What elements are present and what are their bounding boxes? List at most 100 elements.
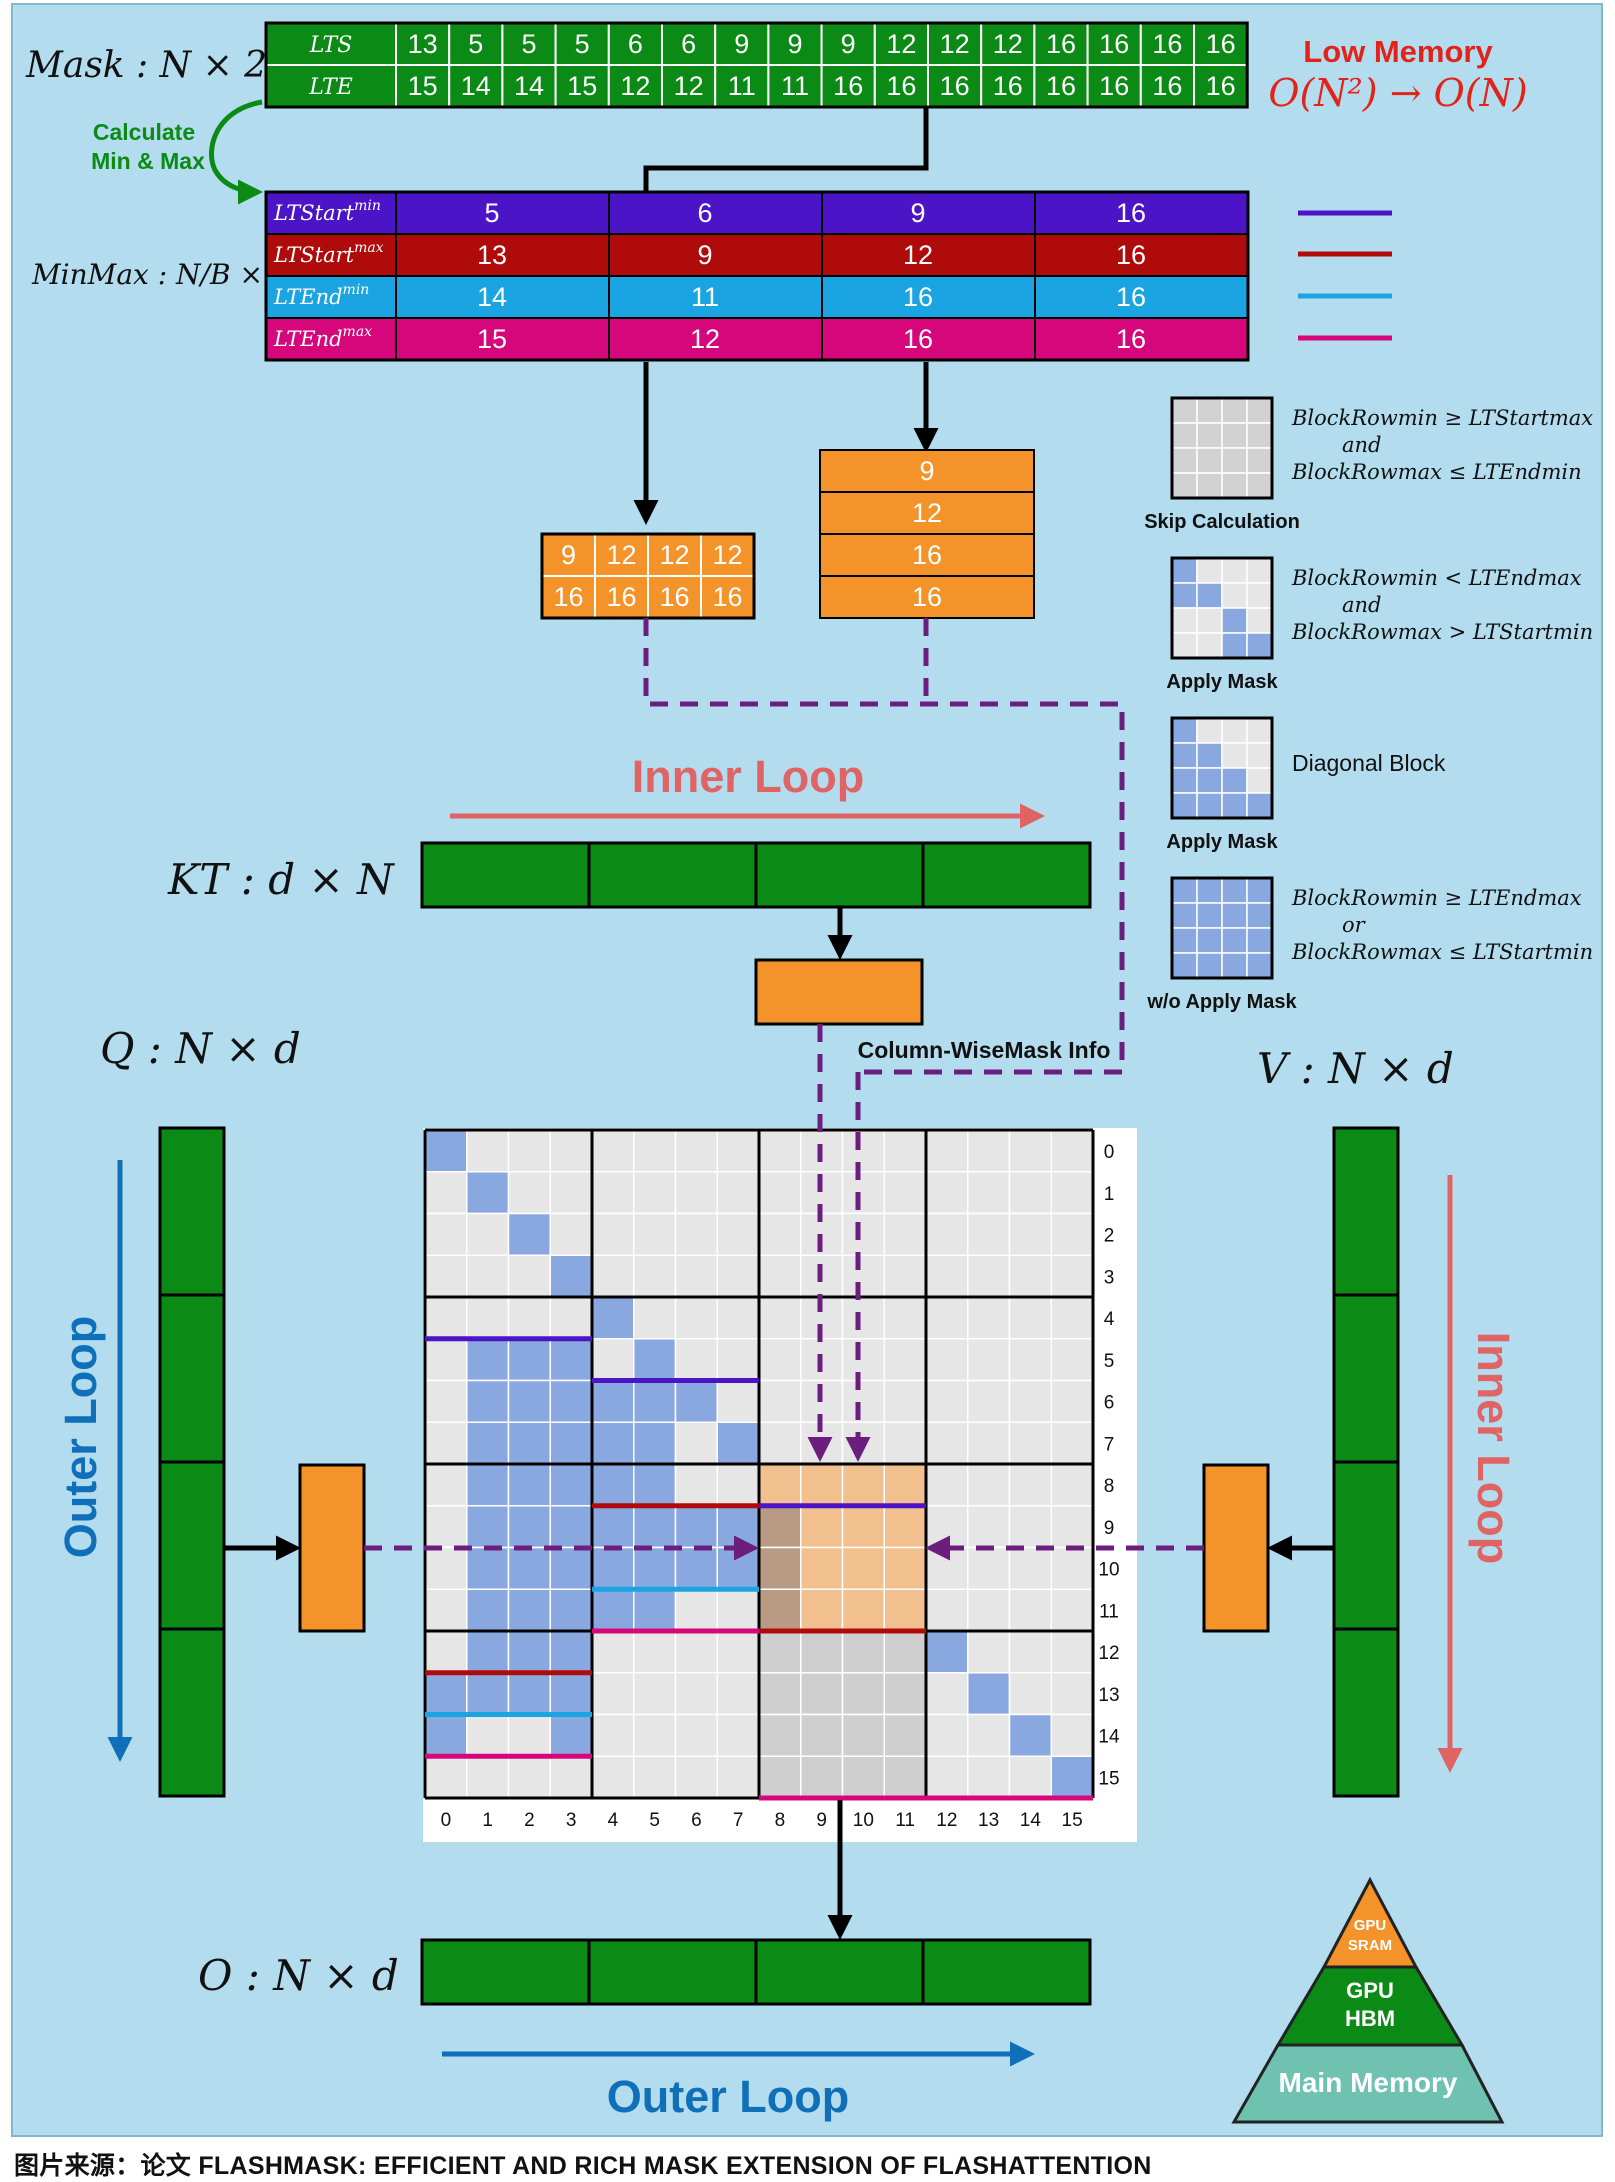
matrix-row-index: 2 [1104,1226,1115,1247]
matrix-cell [925,1672,969,1716]
matrix-cell [925,1755,969,1799]
matrix-cell [967,1338,1011,1382]
matrix-cell [925,1546,969,1590]
matrix-cell [758,1713,802,1757]
matrix-cell [549,1379,593,1423]
legend-conjunction: and [1342,433,1382,457]
minmax-cell [395,317,610,361]
matrix-row-index: 6 [1104,1393,1115,1414]
matrix-cell [883,1505,927,1549]
matrix-cell [1050,1755,1094,1799]
matrix-cell [800,1630,844,1674]
legend-grid-cell [1221,557,1248,584]
matrix-cell [507,1713,551,1757]
matrix-cell [716,1672,760,1716]
legend-conjunction: or [1342,913,1367,937]
legend-grid-cell [1221,902,1248,929]
legend-grid-cell [1246,877,1273,904]
matrix-cell [466,1254,510,1298]
matrix-cell [466,1212,510,1256]
outer-loop-label-bottom: Outer Loop [607,2071,849,2122]
mask-cell [980,64,1036,108]
matrix-cell [633,1338,677,1382]
matrix-cell [716,1129,760,1173]
matrix-cell [1008,1630,1052,1674]
matrix-cell [1008,1505,1052,1549]
matrix-cell [883,1129,927,1173]
q-label: Q : N × d [100,1024,301,1073]
matrix-cell [674,1129,718,1173]
matrix-cell [466,1630,510,1674]
minmax-row-label-cell [265,233,397,277]
matrix-cell [883,1171,927,1215]
legend-grid-cell [1221,742,1248,769]
matrix-cell [549,1588,593,1632]
legend-grid-cell [1221,767,1248,794]
matrix-cell [507,1129,551,1173]
mask-cell [767,22,823,66]
matrix-cell [633,1546,677,1590]
matrix-cell [424,1505,468,1549]
matrix-cell [841,1588,885,1632]
legend-grid-cell [1246,447,1273,474]
matrix-row-index: 14 [1098,1727,1120,1748]
bar-segment [587,1938,758,2006]
legend-grid-cell [1196,952,1223,979]
legend-grid-cell [1221,422,1248,449]
matrix-cell [1050,1588,1094,1632]
matrix-cell [591,1505,635,1549]
matrix-cell [633,1672,677,1716]
minmax-row-label-cell [265,317,397,361]
row-grid-value: 9 [561,540,576,570]
legend-condition: BlockRowmin < LTEndmax [1291,566,1582,590]
matrix-cell [549,1463,593,1507]
matrix-cell [591,1546,635,1590]
legend-grid-cell [1221,397,1248,424]
matrix-cell [466,1296,510,1340]
matrix-col-index: 3 [566,1810,577,1831]
bar-segment [921,841,1092,909]
matrix-row-index: 8 [1104,1476,1115,1497]
bar-segment [158,1460,226,1631]
matrix-cell [507,1171,551,1215]
matrix-cell [1050,1421,1094,1465]
matrix-cell [841,1421,885,1465]
matrix-cell [925,1588,969,1632]
matrix-cell [925,1171,969,1215]
matrix-cell [967,1588,1011,1632]
matrix-cell [549,1171,593,1215]
matrix-cell [466,1546,510,1590]
minmax-cell-value: 9 [910,198,925,228]
kt-label: KT : d × N [167,855,395,904]
mask-cell [554,64,610,108]
minmax-cell-value: 14 [477,282,507,312]
legend-grid-cell [1246,422,1273,449]
legend-grid-cell [1196,927,1223,954]
minmax-cell-value: 11 [691,282,719,312]
figure-caption: 图片来源：论文 FLASHMASK: EFFICIENT AND RICH MA… [14,2152,1152,2180]
matrix-cell [591,1588,635,1632]
matrix-cell [674,1338,718,1382]
calculate-arrow [209,99,263,205]
row-grid-cell [594,575,649,619]
matrix-cell [591,1630,635,1674]
mask-cell-value: 14 [461,71,491,101]
matrix-cell [716,1755,760,1799]
matrix-cell [424,1421,468,1465]
matrix-cell [507,1505,551,1549]
mask-cell-value: 16 [833,71,863,101]
mask-row-label-cell [265,22,397,66]
matrix-col-index: 4 [608,1810,619,1831]
matrix-cell [466,1672,510,1716]
matrix-cell [967,1546,1011,1590]
matrix-cell [466,1338,510,1382]
bar-segment [587,841,758,909]
matrix-cell [716,1212,760,1256]
bar-segment [420,841,591,909]
matrix-cell [507,1296,551,1340]
matrix-cell [716,1421,760,1465]
matrix-cell [507,1254,551,1298]
legend-grid-cell [1246,902,1273,929]
minmax-cell-value: 16 [903,282,933,312]
